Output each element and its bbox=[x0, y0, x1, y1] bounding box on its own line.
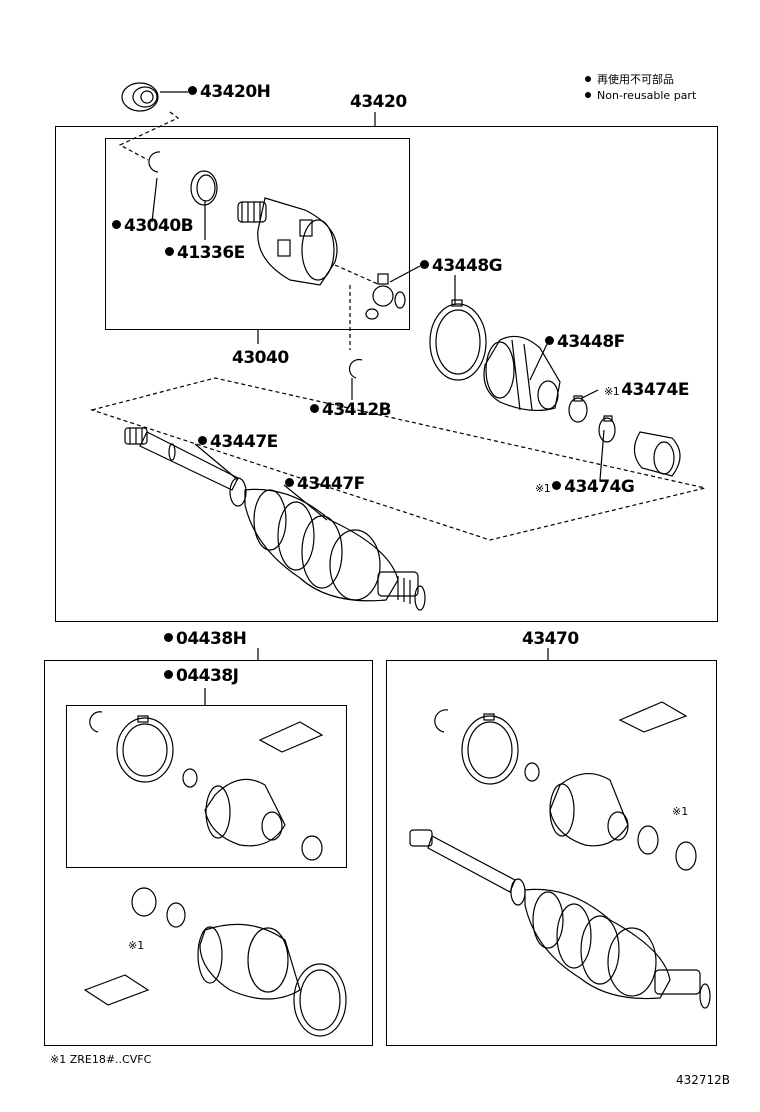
non-reusable-dot-icon bbox=[585, 92, 591, 98]
label-43412B[interactable]: 43412B bbox=[310, 400, 392, 420]
label-43040[interactable]: 43040 bbox=[232, 350, 289, 367]
frame-04438 bbox=[44, 660, 373, 1046]
ref-mark-right-kit: ※1 bbox=[672, 805, 689, 818]
label-43448G[interactable]: 43448G bbox=[420, 256, 503, 276]
non-reusable-dot-icon bbox=[310, 404, 319, 413]
non-reusable-dot-icon bbox=[164, 670, 173, 679]
snap-ring-43040B bbox=[148, 151, 161, 173]
seal-41336E bbox=[190, 170, 218, 206]
ref-mark: ※1 bbox=[535, 482, 551, 495]
label-43447F[interactable]: 43447F bbox=[285, 476, 365, 493]
non-reusable-dot-icon bbox=[285, 478, 294, 487]
part-number: 43420H bbox=[200, 82, 271, 102]
non-reusable-dot-icon bbox=[198, 436, 207, 445]
non-reusable-dot-icon bbox=[164, 633, 173, 642]
label-04438J[interactable]: 04438J bbox=[164, 666, 239, 686]
kit-04438-upper bbox=[89, 711, 324, 861]
legend-jp: 再使用不可部品 bbox=[585, 74, 674, 85]
label-41336E[interactable]: 41336E bbox=[165, 245, 245, 262]
non-reusable-dot-icon bbox=[552, 481, 562, 490]
non-reusable-dot-icon bbox=[545, 336, 554, 345]
part-number: 43470 bbox=[522, 629, 579, 649]
part-number: 43420 bbox=[350, 92, 407, 112]
label-43448F[interactable]: 43448F bbox=[545, 334, 625, 351]
non-reusable-dot-icon bbox=[112, 220, 121, 229]
kit-04438-lower bbox=[83, 887, 347, 1037]
part-number: 43040 bbox=[232, 348, 289, 368]
part-number: 43474G bbox=[564, 477, 635, 497]
label-43420H[interactable]: 43420H bbox=[188, 82, 271, 102]
legend-jp-text: 再使用不可部品 bbox=[597, 73, 674, 86]
frame-04438J-kit bbox=[66, 705, 347, 868]
part-number: 43412B bbox=[322, 400, 392, 420]
leader-lines bbox=[89, 111, 706, 541]
part-number: 43040B bbox=[124, 216, 194, 236]
part-number: 43448G bbox=[432, 256, 503, 276]
clamp-43474G bbox=[598, 415, 616, 443]
part-number: 43447E bbox=[210, 432, 278, 452]
non-reusable-dot-icon bbox=[420, 260, 429, 269]
boot-band-43448G bbox=[429, 299, 487, 381]
part-number: 43448F bbox=[557, 332, 625, 352]
part-number: 43447F bbox=[297, 474, 365, 494]
label-43040B[interactable]: 43040B bbox=[112, 216, 194, 236]
clamp-43448-small bbox=[568, 395, 588, 423]
frame-43420 bbox=[55, 126, 718, 622]
frame-43040 bbox=[105, 138, 410, 330]
legend-en: Non-reusable part bbox=[585, 90, 696, 101]
ref-mark-left-kit: ※1 bbox=[128, 939, 145, 952]
legend-en-text: Non-reusable part bbox=[597, 89, 697, 102]
label-04438H[interactable]: 04438H bbox=[164, 629, 247, 649]
label-43470[interactable]: 43470 bbox=[522, 631, 579, 648]
footnote: ※1 ZRE18#..CVFC bbox=[50, 1053, 152, 1066]
frame-43470 bbox=[386, 660, 717, 1046]
boot-43448F bbox=[483, 335, 561, 412]
assembly-43470 bbox=[409, 701, 711, 1009]
non-reusable-dot-icon bbox=[585, 76, 591, 82]
part-number: 41336E bbox=[177, 243, 245, 263]
part-number: 43474E bbox=[621, 380, 689, 400]
seal-ring-43420H bbox=[121, 82, 159, 112]
non-reusable-dot-icon bbox=[188, 86, 197, 95]
part-number: 04438J bbox=[176, 666, 239, 686]
label-43447E[interactable]: 43447E bbox=[198, 434, 278, 451]
diagram-id: 432712B bbox=[676, 1073, 731, 1087]
label-43474G[interactable]: ※1 43474G bbox=[535, 477, 635, 497]
snap-ring-43412B bbox=[348, 358, 363, 379]
ref-mark: ※1 bbox=[604, 385, 620, 398]
outer-joint-housing bbox=[237, 197, 338, 286]
tripod-spider bbox=[365, 273, 406, 320]
label-43420[interactable]: 43420 bbox=[350, 94, 407, 111]
non-reusable-dot-icon bbox=[165, 247, 174, 256]
part-number: 04438H bbox=[176, 629, 247, 649]
damper-43474E bbox=[633, 431, 681, 477]
drive-shaft-assembly bbox=[124, 427, 426, 611]
